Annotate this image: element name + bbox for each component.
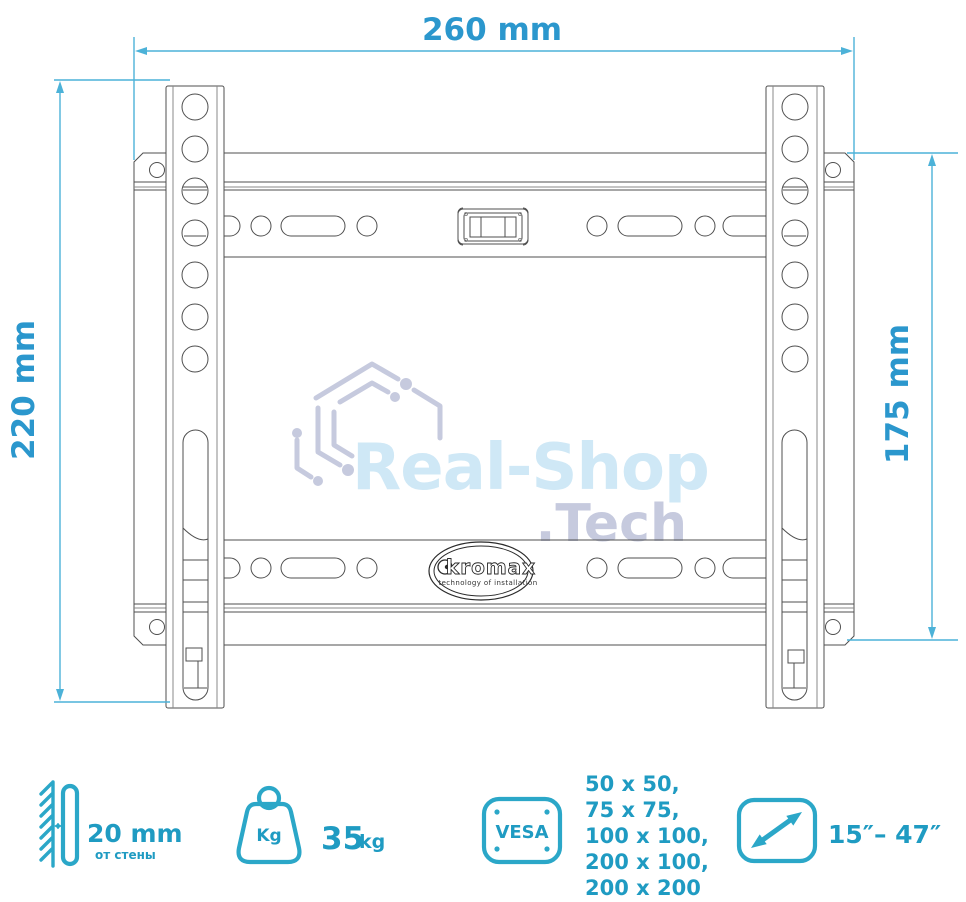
- vesa-badge: VESA: [495, 822, 548, 843]
- dimension-plate-height: 175 mm: [847, 152, 958, 641]
- spec-wall-distance: 20 mm от стены: [39, 780, 183, 868]
- brand-tagline: technology of installation: [438, 579, 537, 587]
- dimension-rail-height: 220 mm: [6, 79, 170, 703]
- dimension-rail-height-label: 220 mm: [6, 320, 42, 460]
- left-rail: [165, 85, 225, 709]
- kromax-logo: kromax technology of installation: [428, 541, 537, 601]
- rail-latch: [783, 649, 806, 689]
- watermark: Real-Shop .Tech: [292, 361, 710, 554]
- mount-hole: [149, 619, 165, 635]
- weight-unit: kg: [359, 831, 385, 853]
- center-latch: [457, 207, 529, 246]
- wall-distance-value: 20 mm: [87, 819, 183, 848]
- rail-latch: [184, 647, 207, 689]
- dimension-width: 260 mm: [133, 12, 855, 160]
- right-rail: [765, 85, 825, 709]
- watermark-primary-text: Real-Shop: [352, 431, 709, 505]
- spec-screen-size: 15″– 47″: [736, 797, 941, 864]
- mount-hole: [825, 619, 841, 635]
- weight-body-icon: [236, 801, 302, 865]
- screen-icon: [736, 797, 818, 864]
- rail-slot: [781, 429, 808, 701]
- rail-slot: [182, 429, 209, 701]
- brand-name: kromax: [446, 555, 536, 579]
- vesa-plate-icon: [481, 796, 563, 865]
- hexagon-circuit-icon: [292, 361, 443, 486]
- spec-max-weight: Kg 35 kg: [236, 785, 385, 865]
- wall-icon: [39, 780, 55, 868]
- vesa-size-line: 75 x 75,: [585, 798, 680, 822]
- bracket-profile-icon: [60, 783, 80, 867]
- vesa-size-line: 100 x 100,: [585, 824, 709, 848]
- spec-vesa: VESA 50 x 50, 75 x 75, 100 x 100, 200 x …: [481, 772, 709, 900]
- screen-size-range: 15″– 47″: [828, 820, 941, 849]
- wall-distance-note: от стены: [95, 848, 156, 862]
- weight-badge: Kg: [256, 826, 281, 846]
- kromax-mark-icon: [437, 559, 453, 575]
- mount-hole: [149, 162, 165, 178]
- vesa-size-line: 200 x 100,: [585, 850, 709, 874]
- weight-handle-icon: [256, 785, 282, 811]
- distance-arrow-icon: [54, 823, 62, 829]
- watermark-secondary-text: .Tech: [536, 494, 687, 554]
- dimension-width-label: 260 mm: [422, 12, 562, 48]
- vesa-size-line: 200 x 200: [585, 876, 701, 900]
- diagonal-arrow-icon: [751, 812, 802, 848]
- weight-value: 35: [321, 821, 364, 857]
- vesa-size-line: 50 x 50,: [585, 772, 680, 796]
- wall-plate: [133, 152, 855, 646]
- dimension-plate-height-label: 175 mm: [880, 324, 916, 464]
- mount-hole: [825, 162, 841, 178]
